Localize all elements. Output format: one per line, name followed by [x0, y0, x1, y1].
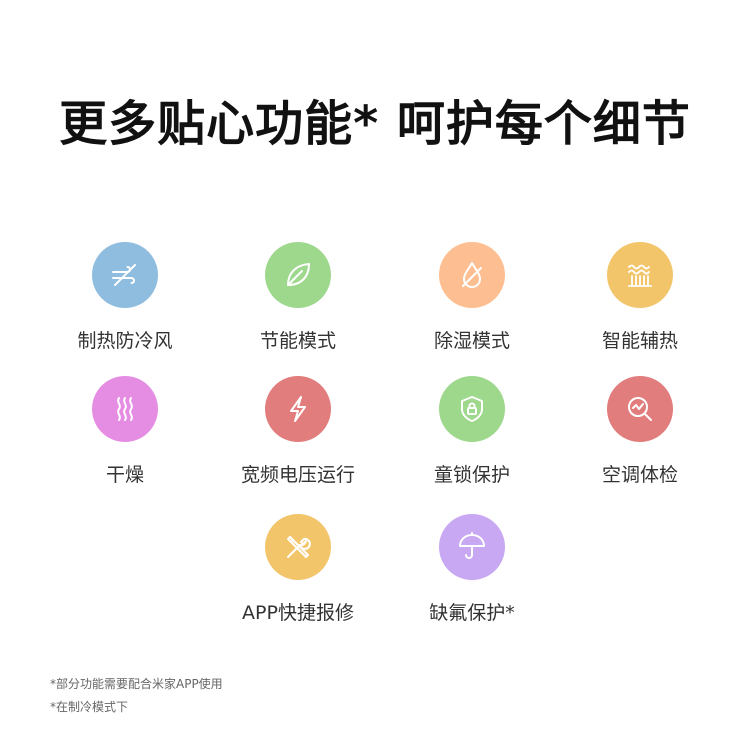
feature-label: 节能模式: [259, 330, 336, 352]
diagnostic-magnifier-icon: [628, 397, 652, 421]
feature-label: 除湿模式: [433, 330, 510, 352]
feature-refrigerant-shortage-protection: 缺氟保护*: [382, 514, 562, 624]
feature-child-lock: 童锁保护: [382, 376, 562, 486]
page-title: 更多贴心功能* 呵护每个细节: [59, 96, 691, 152]
repair-tools-icon: [287, 536, 311, 558]
feature-heating-anti-cold-wind: 制热防冷风: [35, 242, 215, 352]
feature-icon-circle: [265, 514, 331, 580]
feature-drying: 干燥: [35, 376, 215, 486]
leaf-icon: [287, 263, 310, 286]
shield-lock-icon: [461, 396, 483, 422]
feature-label: 宽频电压运行: [240, 464, 355, 486]
feature-label: 干燥: [105, 464, 144, 486]
feature-app-repair: APP快捷报修: [208, 514, 388, 624]
steam-icon: [117, 397, 133, 421]
footnote-cooling-mode: *在制冷模式下: [50, 700, 129, 714]
feature-icon-circle: [439, 376, 505, 442]
feature-label: 童锁保护: [433, 464, 510, 486]
umbrella-icon: [459, 532, 485, 559]
feature-icon-circle: [439, 514, 505, 580]
feature-label: APP快捷报修: [242, 602, 354, 624]
feature-icon-circle: [607, 242, 673, 308]
feature-icon-circle: [265, 376, 331, 442]
feature-icon-circle: [92, 376, 158, 442]
feature-icon-circle: [265, 242, 331, 308]
feature-label: 制热防冷风: [77, 330, 173, 352]
lightning-icon: [290, 396, 306, 422]
feature-label: 缺氟保护*: [429, 602, 515, 624]
feature-icon-circle: [92, 242, 158, 308]
feature-ac-checkup: 空调体检: [550, 376, 730, 486]
feature-label: 智能辅热: [601, 330, 678, 352]
heat-waves-icon: [628, 264, 652, 287]
feature-wide-voltage: 宽频电压运行: [208, 376, 388, 486]
feature-icon-circle: [439, 242, 505, 308]
feature-icon-circle: [607, 376, 673, 442]
feature-energy-saving: 节能模式: [208, 242, 388, 352]
no-droplet-icon: [462, 262, 482, 288]
no-cold-wind-icon: [112, 264, 136, 286]
feature-label: 空调体检: [601, 464, 678, 486]
footnote-app: *部分功能需要配合米家APP使用: [50, 677, 223, 691]
feature-dehumidify: 除湿模式: [382, 242, 562, 352]
feature-smart-aux-heat: 智能辅热: [550, 242, 730, 352]
